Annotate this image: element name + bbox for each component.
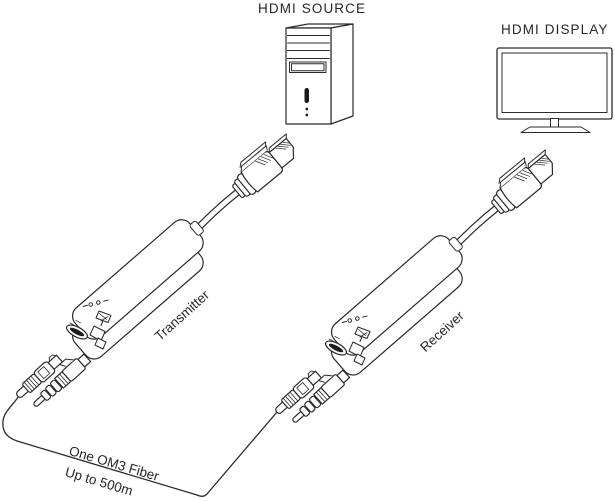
- power-led: [305, 107, 309, 111]
- hdmi-source-label: HDMI SOURCE: [258, 1, 367, 16]
- hdmi-display-label: HDMI DISPLAY: [501, 22, 609, 37]
- om3-fiber-cable: [2, 395, 278, 497]
- recessed-panel: [289, 61, 327, 73]
- receiver-unit: [272, 144, 562, 426]
- hdd-led: [305, 113, 309, 117]
- computer-tower: [285, 23, 354, 125]
- drive-bays: [287, 35, 330, 59]
- hdmi-display-monitor: [496, 47, 613, 133]
- power-slot: [304, 88, 309, 103]
- transmitter-unit: [13, 128, 303, 410]
